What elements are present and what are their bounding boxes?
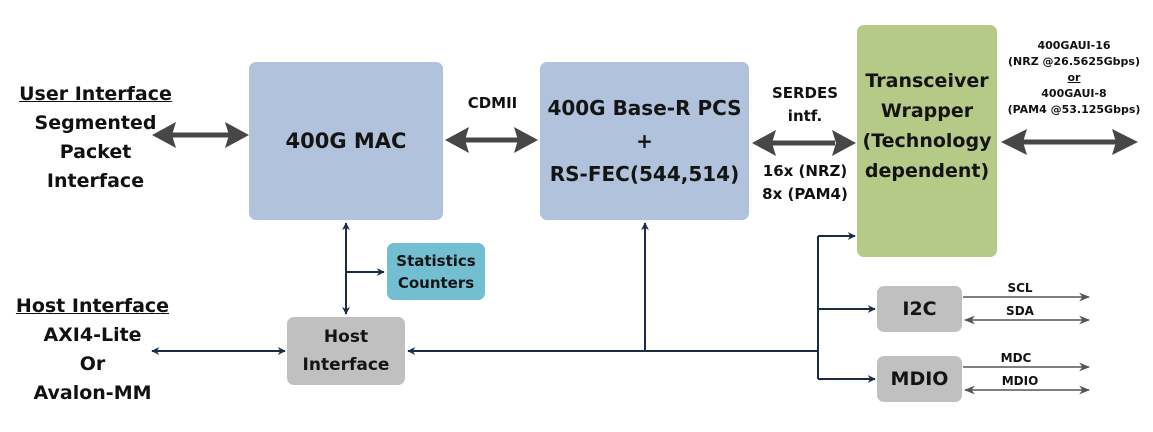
line-side-line: 400GAUI-16 [1037, 39, 1111, 52]
user-interface-label: User Interface Segmented Packet Interfac… [8, 80, 183, 196]
transceiver-block-line: (Technology [862, 130, 992, 152]
serdes-label: SERDES intf. [755, 82, 855, 128]
serdes-lanes-label: 16x (NRZ) 8x (PAM4) [752, 160, 858, 206]
user-interface-arrow [152, 122, 249, 148]
serdes-arrow [752, 130, 856, 156]
user-interface-heading: User Interface [19, 83, 172, 105]
pcs-block-line: 400G Base-R PCS [547, 95, 742, 120]
mdc-label: MDC [1000, 351, 1032, 365]
transceiver-block-line: Wrapper [880, 100, 974, 122]
serdes-label-line: intf. [787, 107, 823, 125]
serdes-label-line: SERDES [771, 84, 839, 102]
mdio-signal-label: MDIO [1001, 374, 1039, 388]
host-interface-block-line: Host [323, 327, 369, 347]
user-interface-line: Packet [59, 141, 132, 163]
serdes-lanes-line: 16x (NRZ) [762, 162, 848, 180]
line-side-line: (PAM4 @53.125Gbps) [1007, 103, 1141, 116]
host-interface-line: Avalon-MM [33, 382, 152, 404]
i2c-block-label: I2C [902, 298, 937, 320]
sda-label: SDA [1006, 304, 1034, 318]
serial-signals [963, 292, 1091, 395]
pcs-block-line: + [636, 128, 653, 153]
user-interface-line: Segmented [34, 112, 157, 134]
mac-block: 400G MAC [249, 62, 443, 220]
pcs-block: 400G Base-R PCS + RS-FEC(544,514) [540, 62, 749, 220]
line-side-or: or [1067, 71, 1081, 84]
transceiver-block-line: dependent) [864, 160, 990, 182]
statistics-counters-line: Statistics [396, 251, 476, 270]
line-side-arrow [1001, 129, 1138, 155]
host-interface-line: AXI4-Lite [43, 324, 142, 346]
mdio-block-label: MDIO [890, 368, 949, 390]
transceiver-block-line: Transceiver [865, 70, 989, 92]
host-interface-line: Or [79, 353, 106, 375]
line-side-line: 400GAUI-8 [1041, 87, 1107, 100]
host-interface-heading: Host Interface [15, 295, 170, 317]
host-interface-block-line: Interface [302, 355, 390, 375]
host-interface-label: Host Interface AXI4-Lite Or Avalon-MM [5, 292, 180, 408]
cdmii-arrow [445, 127, 538, 153]
i2c-block: I2C [877, 286, 962, 332]
line-side-label: 400GAUI-16 (NRZ @26.5625Gbps) or 400GAUI… [999, 38, 1149, 118]
control-bus [151, 222, 876, 383]
serdes-lanes-line: 8x (PAM4) [762, 185, 848, 203]
mac-block-label: 400G MAC [285, 129, 407, 153]
host-interface-block: Host Interface [287, 317, 405, 385]
statistics-counters-block: Statistics Counters [387, 243, 485, 300]
user-interface-line: Interface [46, 170, 145, 192]
statistics-counters-line: Counters [397, 273, 475, 292]
line-side-line: (NRZ @26.5625Gbps) [1008, 55, 1140, 68]
transceiver-block: Transceiver Wrapper (Technology dependen… [857, 25, 997, 257]
pcs-block-line: RS-FEC(544,514) [549, 161, 740, 186]
cdmii-label: CDMII [467, 94, 518, 112]
mdio-block: MDIO [877, 356, 962, 402]
scl-label: SCL [1007, 281, 1033, 295]
